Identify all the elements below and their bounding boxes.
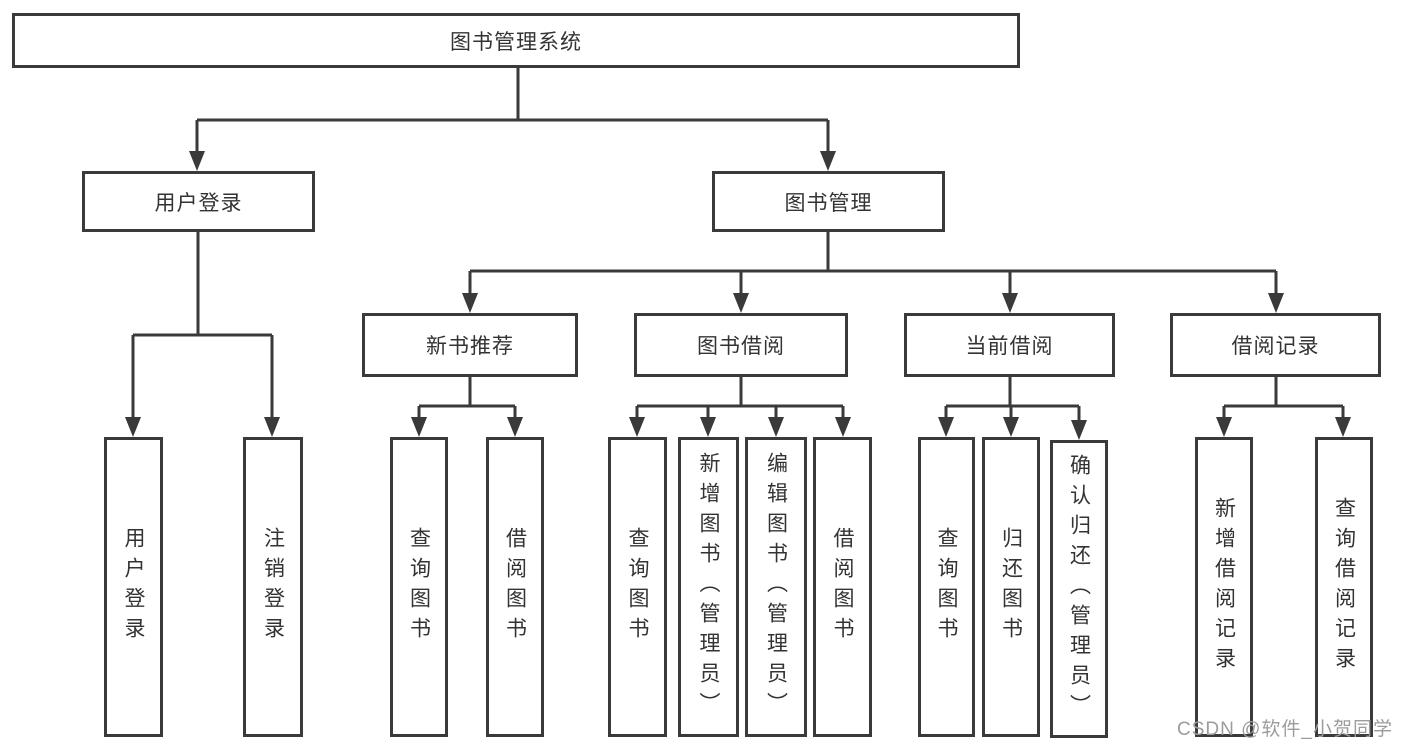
leaf-records-add-record-label: 新增借阅记录: [1212, 497, 1236, 677]
leaf-current-query-books: 查询图书: [918, 437, 975, 737]
node-user-login: 用户登录: [82, 171, 315, 232]
node-root: 图书管理系统: [12, 13, 1020, 68]
node-current-borrow: 当前借阅: [904, 313, 1115, 377]
leaf-borrow-add-books-admin: 新增图书（管理员）: [678, 437, 739, 737]
leaf-logout-login: 注销登录: [243, 437, 303, 737]
leaf-borrow-add-books-admin-label: 新增图书（管理员）: [697, 452, 720, 722]
leaf-current-return-books-label: 归还图书: [999, 527, 1023, 647]
node-new-book-recommend-label: 新书推荐: [426, 335, 514, 358]
leaf-records-query-record-label: 查询借阅记录: [1332, 497, 1356, 677]
leaf-user-login: 用户登录: [104, 437, 163, 737]
node-book-management: 图书管理: [712, 171, 945, 232]
node-new-book-recommend: 新书推荐: [362, 313, 578, 377]
arrow-stems: [131, 120, 1345, 424]
leaf-borrow-borrow-books-label: 借阅图书: [831, 527, 854, 647]
leaf-borrow-edit-books-admin-label: 编辑图书（管理员）: [764, 452, 788, 722]
csdn-watermark: CSDN @软件_小贺同学: [1177, 719, 1393, 740]
leaf-borrow-query-books-label: 查询图书: [626, 527, 649, 647]
node-user-login-label: 用户登录: [154, 191, 243, 215]
leaf-newbook-borrow-books: 借阅图书: [486, 437, 544, 737]
node-book-management-label: 图书管理: [784, 191, 873, 215]
leaf-newbook-query-books: 查询图书: [390, 437, 448, 737]
node-root-label: 图书管理系统: [450, 30, 582, 54]
leaf-current-confirm-return-admin: 确认归还（管理员）: [1050, 440, 1108, 738]
leaf-records-add-record: 新增借阅记录: [1195, 437, 1253, 737]
leaf-newbook-query-books-label: 查询图书: [407, 527, 431, 647]
node-current-borrow-label: 当前借阅: [965, 335, 1054, 358]
node-book-borrow: 图书借阅: [634, 313, 848, 377]
node-borrow-records: 借阅记录: [1170, 313, 1381, 377]
leaf-current-confirm-return-admin-label: 确认归还（管理员）: [1067, 454, 1091, 724]
leaf-borrow-edit-books-admin: 编辑图书（管理员）: [745, 437, 807, 737]
leaf-newbook-borrow-books-label: 借阅图书: [503, 527, 527, 647]
node-book-borrow-label: 图书借阅: [697, 335, 785, 358]
arrowheads: [125, 151, 1351, 440]
leaf-logout-login-label: 注销登录: [261, 527, 285, 647]
leaf-borrow-borrow-books: 借阅图书: [813, 437, 872, 737]
leaf-borrow-query-books: 查询图书: [608, 437, 667, 737]
leaf-records-query-record: 查询借阅记录: [1315, 437, 1373, 737]
node-borrow-records-label: 借阅记录: [1231, 335, 1320, 358]
leaf-current-return-books: 归还图书: [982, 437, 1040, 737]
leaf-current-query-books-label: 查询图书: [935, 527, 958, 647]
connector-segments: [133, 68, 1343, 408]
leaf-user-login-label: 用户登录: [122, 527, 145, 647]
